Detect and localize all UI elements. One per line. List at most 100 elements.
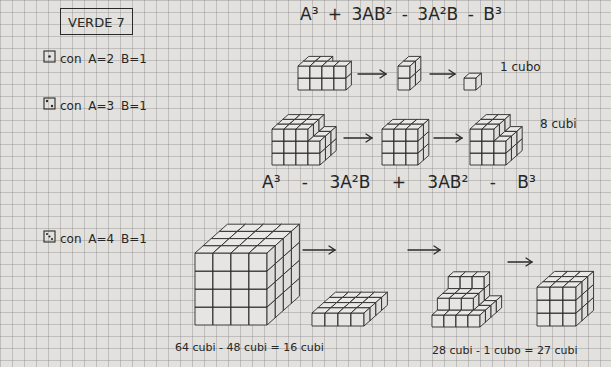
cube-face <box>496 296 501 313</box>
cube-face <box>470 153 482 165</box>
cube-face <box>249 289 267 307</box>
cube-face <box>506 136 511 153</box>
label-holder: con A=4 B=1 <box>60 228 147 247</box>
cube-face <box>550 300 563 313</box>
cube-face <box>480 310 485 327</box>
cube-face <box>231 271 249 289</box>
cube-face <box>296 141 308 153</box>
arrow-head <box>434 246 440 254</box>
cube-face <box>468 315 480 327</box>
title-box: VERDE 7 <box>60 8 133 35</box>
cube-face <box>449 298 461 310</box>
cube-face <box>550 287 563 300</box>
cube-face <box>195 271 213 289</box>
cube-face <box>213 271 231 289</box>
cube-face <box>231 289 249 307</box>
cube-face <box>511 131 516 148</box>
arrow-head <box>449 70 455 78</box>
cube-face <box>448 277 460 289</box>
cube-face <box>470 129 482 141</box>
cube-face <box>275 239 283 264</box>
dice-dot <box>48 235 50 237</box>
cube-face <box>298 66 310 78</box>
cube-face <box>484 272 489 289</box>
cube-face <box>588 271 594 289</box>
cube-face <box>334 66 346 78</box>
arrow-line <box>358 73 386 74</box>
cube-face <box>550 313 563 326</box>
cube-face <box>406 153 418 165</box>
formula: A³ - 3A²B + 3AB² - B³ <box>262 172 536 192</box>
dice-dot <box>46 100 48 102</box>
cube-face <box>437 298 449 310</box>
dice-symbol <box>44 231 55 242</box>
cube-face <box>537 300 550 313</box>
cube-face <box>505 115 510 132</box>
cube-face <box>284 141 296 153</box>
cube-face <box>322 78 334 90</box>
cube-face <box>398 66 410 78</box>
cube-face <box>461 298 473 310</box>
cube-face <box>494 141 506 153</box>
case-label: con A=2 B=1 <box>60 52 147 66</box>
arrow-head <box>526 258 532 266</box>
cube-face <box>456 315 468 327</box>
count-note: 28 cubi - 1 cubo = 27 cubi <box>432 344 578 357</box>
cube-face <box>312 313 325 326</box>
cube-face <box>195 289 213 307</box>
cube-face <box>284 129 296 141</box>
cube-face <box>308 153 320 165</box>
label-holder: A³ + 3AB² - 3A²B - B³ <box>300 4 502 24</box>
label-holder: 1 cubo <box>500 56 541 75</box>
cube-face <box>308 124 313 141</box>
result-note: 1 cubo <box>500 60 541 74</box>
cube-face <box>382 129 394 141</box>
cube-drawings <box>195 56 594 327</box>
cube-face <box>482 129 494 141</box>
cube-face <box>308 141 320 153</box>
cube-face <box>195 307 213 325</box>
cube-face <box>394 153 406 165</box>
cube-face <box>334 78 346 90</box>
cube-face <box>313 119 318 136</box>
cube-face <box>472 277 484 289</box>
cube-face <box>423 119 428 136</box>
count-note: 64 cubi - 48 cubi = 16 cubi <box>175 341 324 354</box>
dice-dot <box>51 105 53 107</box>
dice-dot <box>48 55 51 58</box>
cube-face <box>382 292 388 310</box>
cube-face <box>291 224 299 249</box>
arrow-head <box>329 246 335 254</box>
cube-face <box>351 313 364 326</box>
result-note: 8 cubi <box>540 117 577 131</box>
cube-face <box>249 271 267 289</box>
cube-face <box>325 313 338 326</box>
cube-face <box>296 129 308 141</box>
cube-face <box>482 153 494 165</box>
cube-face <box>537 313 550 326</box>
arrows <box>303 70 532 266</box>
dice-dot <box>46 233 48 235</box>
cube-face <box>576 282 582 300</box>
dice-symbols <box>44 51 55 242</box>
cube-face <box>296 153 308 165</box>
cube-face <box>213 307 231 325</box>
dice-dots <box>46 55 53 240</box>
cube-face <box>444 315 456 327</box>
cube-face <box>479 289 484 306</box>
cube-face <box>563 287 576 300</box>
cube-face <box>364 308 370 326</box>
cube-face <box>491 301 496 318</box>
dice-dot <box>51 238 53 240</box>
cube-face <box>406 141 418 153</box>
cube-face <box>213 253 231 271</box>
cube-face <box>267 246 275 271</box>
cube-face <box>394 129 406 141</box>
formula: A³ + 3AB² - 3A²B - B³ <box>300 4 502 24</box>
cube-face <box>563 313 576 326</box>
cube-face <box>370 303 376 321</box>
cube-face <box>470 141 482 153</box>
cube-face <box>310 66 322 78</box>
cube-face <box>476 73 481 90</box>
